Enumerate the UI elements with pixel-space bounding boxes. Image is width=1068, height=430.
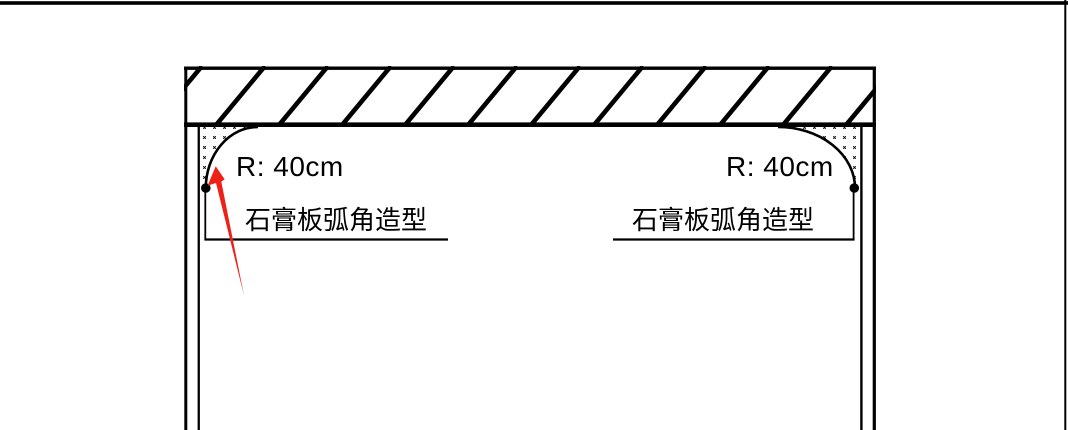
hatch-line bbox=[653, 66, 708, 127]
frame-right-border bbox=[1064, 0, 1067, 430]
wall-left-outer-line bbox=[184, 66, 188, 430]
hatch-line bbox=[842, 85, 876, 127]
hatch-line bbox=[401, 66, 456, 127]
caption-label-left: 石膏板弧角造型 bbox=[245, 205, 427, 235]
wall-left-inner-line bbox=[197, 124, 200, 430]
hatch-line bbox=[338, 66, 393, 127]
arc-profile-right bbox=[777, 125, 857, 189]
wall-right-outer-line bbox=[872, 66, 876, 430]
arc-profile-left bbox=[204, 125, 259, 189]
radius-label-right: R: 40cm bbox=[726, 151, 834, 182]
caption-label-right: 石膏板弧角造型 bbox=[632, 205, 814, 235]
stipple-fill-left-corner bbox=[199, 127, 258, 188]
red-annotation-arrow-icon bbox=[207, 166, 244, 296]
hatch-line bbox=[212, 66, 267, 127]
arc-endpoint-dot-right bbox=[849, 183, 860, 193]
hatch-line bbox=[527, 66, 582, 127]
beam-top-edge bbox=[184, 66, 876, 70]
hatch-line bbox=[590, 66, 645, 127]
hatch-line bbox=[275, 66, 330, 127]
radius-label-left: R: 40cm bbox=[236, 151, 344, 182]
wall-right-inner-line bbox=[860, 124, 863, 430]
hatch-line bbox=[184, 66, 204, 92]
beam-bottom-edge bbox=[184, 122, 876, 127]
frame-top-border bbox=[0, 1, 1068, 5]
hatch-line bbox=[716, 66, 771, 127]
arc-endpoint-dot-left bbox=[201, 183, 211, 193]
hatch-line bbox=[464, 66, 519, 127]
beam-hatch-pattern bbox=[184, 66, 876, 127]
stipple-fill-right-corner bbox=[778, 127, 861, 188]
hatch-line bbox=[779, 66, 834, 127]
